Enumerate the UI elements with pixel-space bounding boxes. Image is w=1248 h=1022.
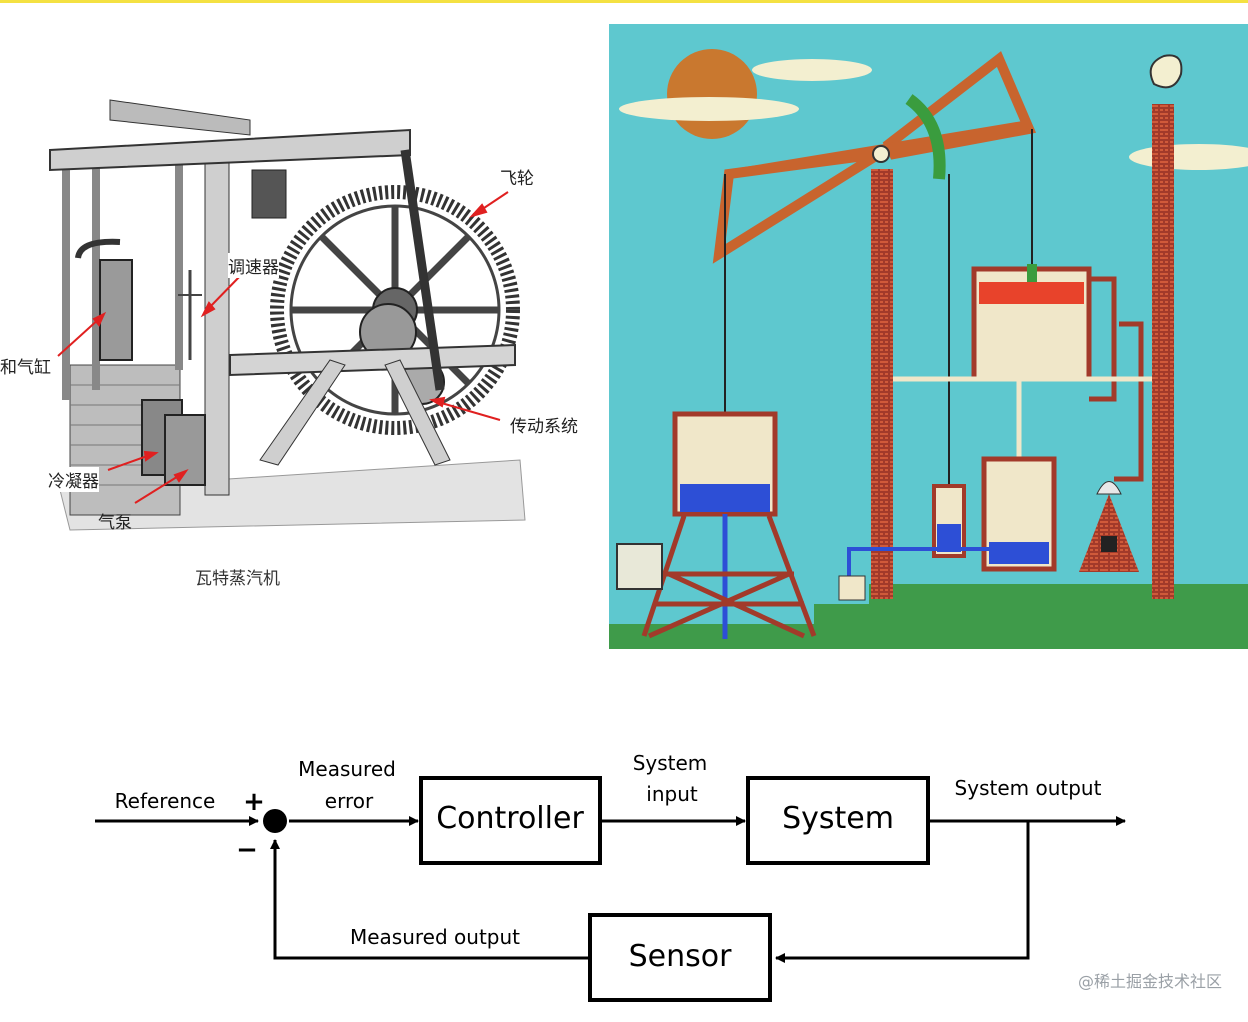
controller-label: Controller [436,801,584,836]
condenser-label: 冷凝器 [48,467,99,492]
reference-label: Reference [115,789,216,813]
measured-error-label-2: error [325,789,374,813]
controller-block [419,776,602,865]
feedback-block-diagram: Reference + − Measured error Controller … [0,700,1248,1018]
top-accent-line [0,0,1248,3]
block-diagram-svg: Reference + − Measured error Controller … [95,751,1126,1002]
transmission-label: 传动系统 [510,417,578,437]
measured-output-arrow [270,839,592,960]
cylinder-label: 和气缸 [0,358,51,378]
flywheel-label: 飞轮 [500,169,534,189]
engraving-caption: 瓦特蒸汽机 [195,569,280,589]
measured-output-label: Measured output [350,925,520,949]
measured-error-label-1: Measured [298,757,396,781]
system-input-label-1: System [633,751,708,775]
sensor-block [588,913,772,1002]
engraving-illustration [49,99,526,531]
system-input-label-2: input [646,782,698,806]
governor-label: 调速器 [228,253,279,278]
steam-engine-animation [609,24,1248,649]
animation-illustration [609,24,1248,649]
system-block [746,776,930,865]
watt-engine-engraving: 飞轮 调速器 和气缸 传动系统 冷凝器 气泵 瓦特蒸汽机 [0,60,600,620]
system-label: System [782,801,894,836]
sensor-label: Sensor [629,939,732,974]
summing-junction [263,809,287,833]
watermark: @稀土掘金技术社区 [1077,972,1222,991]
plus-sign: + [243,787,265,817]
air-pump-label: 气泵 [98,513,132,533]
minus-sign: − [236,835,258,865]
system-output-label: System output [955,776,1102,800]
feedback-to-sensor-arrow [775,821,1030,963]
